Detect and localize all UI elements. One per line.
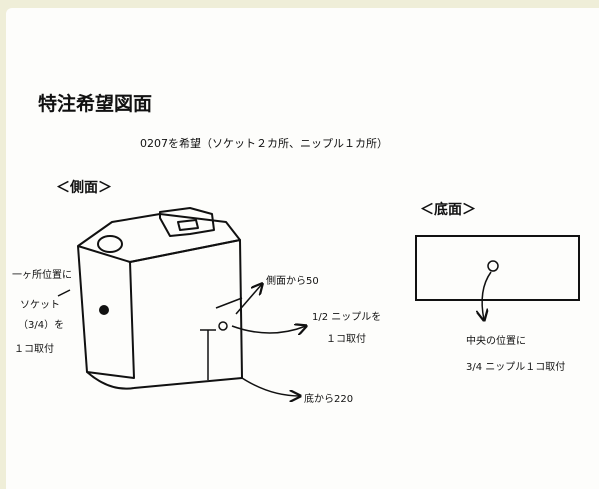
bottom-view-note-line: 3/4 ニップル１コ取付	[466, 360, 565, 373]
bottom-nipple-arrow	[482, 271, 492, 320]
bottom-view-note-line: 中央の位置に	[466, 334, 526, 347]
socket-note-line: ソケット	[20, 299, 60, 311]
socket-note-line: 一ヶ所位置に	[12, 268, 72, 281]
bottom-nipple-circle	[487, 260, 499, 272]
nipple-note-line: 1/2 ニップルを	[312, 311, 381, 323]
drawing-paper	[6, 8, 599, 489]
side-distance-arrow	[235, 284, 262, 315]
socket-position-dot	[99, 305, 109, 315]
tank-handle-hole	[177, 219, 199, 231]
nipple-note-line: １コ取付	[326, 332, 366, 345]
bottom-distance-arrow	[241, 377, 300, 396]
socket-note-line: （3/4）を	[18, 319, 64, 331]
nipple-position-circle	[218, 321, 228, 331]
socket-note-line: １コ取付	[14, 342, 54, 355]
socket-leader-line	[57, 289, 71, 297]
bottom-view-rectangle	[415, 235, 580, 301]
drawing-title: 特注希望図面	[38, 92, 152, 115]
socket-note: 一ヶ所位置に ソケット （3/4）を １コ取付	[12, 268, 72, 355]
tank-bottom	[86, 371, 135, 390]
tank-sketch	[77, 207, 243, 390]
side-view-heading: ＜側面＞	[56, 179, 112, 196]
bottom-distance-label: 底から220	[304, 392, 353, 405]
tank-front-face	[77, 245, 135, 379]
tank-side-face	[129, 239, 243, 389]
tank-cap	[97, 235, 123, 253]
bottom-view-heading: ＜底面＞	[420, 201, 476, 218]
tank-handle	[159, 207, 215, 237]
drawing-subtitle: 0207を希望（ソケット２カ所、ニップル１カ所）	[140, 136, 388, 150]
nipple-arrow	[231, 326, 306, 333]
side-distance-dimension	[215, 297, 243, 309]
side-distance-label: 側面から50	[266, 274, 319, 287]
